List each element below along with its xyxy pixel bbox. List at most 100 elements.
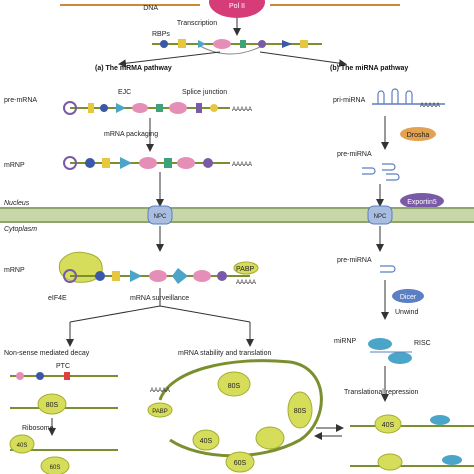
npc-right-label: NPC — [374, 214, 387, 220]
mrna-pathway-heading: (a) The mRMA pathway — [95, 65, 172, 72]
mirnp-label: miRNP — [334, 338, 356, 345]
rbp — [100, 104, 108, 112]
ribosome-40s-label: 40S — [382, 422, 395, 429]
ribosome — [377, 453, 403, 471]
surveillance-label: mRNA surveillance — [130, 295, 189, 302]
rbp — [213, 39, 231, 49]
rbp — [132, 103, 148, 113]
rbp — [88, 103, 94, 113]
pre-mrna-label: pre-mRNA — [4, 97, 37, 104]
ribosome-80s — [217, 371, 251, 397]
npc-right — [367, 205, 393, 225]
risc-label: RISC — [414, 340, 431, 347]
rbp — [36, 372, 44, 380]
exportin5-label: Exportin5 — [407, 199, 437, 206]
rbp — [203, 158, 213, 168]
branch-arrow-right — [259, 51, 347, 68]
rbp — [95, 271, 105, 281]
mirna-pathway-heading: (b) The miRNA pathway — [330, 65, 408, 72]
rbp — [149, 270, 167, 282]
ribosome-80s — [287, 391, 313, 429]
surveillance-branches — [69, 305, 251, 323]
rbp — [160, 40, 168, 48]
cytoplasm-label: Cytoplasm — [4, 226, 37, 233]
rbp — [164, 158, 172, 168]
ejc-label: EJC — [118, 89, 131, 96]
drosha-enzyme — [400, 127, 436, 141]
rbp — [112, 271, 120, 281]
rbps-label: RBPs — [152, 31, 170, 38]
splice-junction-label: Splice junction — [182, 89, 227, 96]
eif4e-label: eIF4E — [48, 295, 67, 302]
ribosome-80s-label: 80S — [46, 402, 59, 409]
rbp — [193, 270, 211, 282]
branch-arrow-left — [118, 51, 221, 68]
poly-a-tail: AAAAA — [420, 103, 440, 109]
mrna-packaging-label: mRNA packaging — [104, 131, 158, 138]
rbp — [102, 158, 110, 168]
pabp-protein — [233, 261, 259, 275]
cyto-pre-mirna-label: pre-miRNA — [337, 257, 372, 264]
poly-a-tail: AAAAA — [232, 107, 252, 113]
ribosome-40s — [192, 429, 220, 451]
pre-mirna-hairpin-icon — [362, 163, 400, 181]
pre-mirna-label: pre-miRNA — [337, 151, 372, 158]
nmd-label: Non-sense mediated decay — [4, 350, 90, 357]
rbp — [85, 158, 95, 168]
ribosome-80s-label: 80S — [228, 383, 241, 390]
ribosome — [255, 426, 285, 450]
nucleus-label: Nucleus — [4, 200, 30, 207]
pabp-label: PABP — [152, 409, 168, 415]
rbp — [282, 40, 292, 48]
rbp — [198, 40, 206, 48]
rbp — [178, 39, 186, 48]
dna-section: DNA Pol II Transcription RBPs — [60, 0, 400, 68]
pabp-protein — [147, 402, 173, 418]
ribosome-40s-label: 40S — [200, 438, 213, 445]
repression-label: Translational repression — [344, 389, 419, 396]
ribosome-80s-label: 80S — [294, 408, 307, 415]
ribosome-80s — [37, 393, 67, 415]
rbp — [240, 40, 246, 48]
risc-complex — [442, 455, 462, 465]
ribosome-40s — [374, 414, 402, 434]
ejc-icon — [116, 103, 126, 113]
pri-mirna-label: pri-miRNA — [333, 97, 366, 104]
pre-mirna-hairpin-icon — [380, 265, 396, 273]
npc-left-label: NPC — [154, 214, 167, 220]
dna-label: DNA — [143, 5, 158, 12]
rbp — [172, 268, 188, 284]
rbp — [16, 372, 24, 380]
cyto-mrnp-label: mRNP — [4, 267, 25, 274]
ptc-label: PTC — [56, 363, 70, 370]
npc-left — [147, 205, 173, 225]
mrna-pathway-nuclear: (a) The mRMA pathway pre-mRNA EJC Splice… — [4, 65, 252, 207]
risc-complex — [388, 352, 412, 364]
drosha-label: Drosha — [407, 132, 430, 139]
ribosome-60s — [225, 451, 255, 473]
poly-a-tail: AAAAA — [232, 162, 252, 168]
ribosome-40s-label: 40S — [17, 443, 28, 449]
membrane-band — [0, 208, 474, 222]
rbp — [210, 104, 218, 112]
risc-complex — [430, 415, 450, 425]
ejc-icon — [130, 270, 142, 282]
transcription-label: Transcription — [177, 20, 217, 27]
nuclear-envelope: Nucleus Cytoplasm NPC NPC — [0, 200, 474, 233]
risc-complex — [368, 338, 392, 350]
mrnp-label: mRNP — [4, 162, 25, 169]
dicer-enzyme — [392, 289, 424, 303]
intron-loop — [199, 45, 263, 55]
rbp — [156, 104, 163, 112]
rbp — [169, 102, 187, 114]
cap-icon — [63, 269, 77, 283]
pol-ii — [209, 0, 265, 18]
rbp — [139, 157, 157, 169]
rbp — [217, 271, 227, 281]
mirna-pathway-nuclear: (b) The miRNA pathway pri-miRNA AAAAA Dr… — [330, 65, 445, 209]
ribosome-label: Ribosome — [22, 425, 54, 432]
rbp — [196, 103, 202, 113]
cap-icon — [63, 156, 77, 170]
hairpin-icon — [377, 88, 413, 104]
